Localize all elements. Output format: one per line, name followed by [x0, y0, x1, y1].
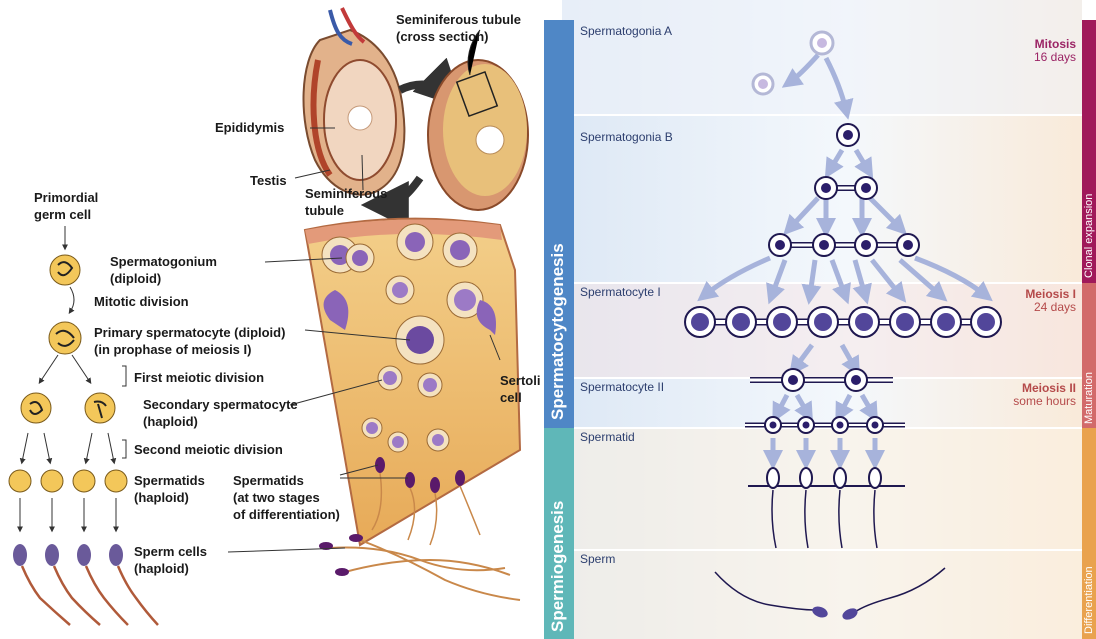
label-mitotic-division: Mitotic division	[94, 294, 189, 309]
phase-meiosis-2: Meiosis II some hours	[1013, 382, 1076, 408]
label-primordial-1: Primordial	[34, 190, 98, 205]
phase-mitosis: Mitosis 16 days	[1034, 38, 1076, 64]
label-second-meiotic-division: Second meiotic division	[134, 442, 283, 457]
bar-label-spermiogenesis: Spermiogenesis	[548, 501, 568, 632]
label-spermatogonium-1: Spermatogonium	[110, 254, 217, 269]
bar-label-differentiation: Differentiation	[1083, 566, 1095, 634]
label-first-meiotic-division: First meiotic division	[134, 370, 264, 385]
stage-spermatogonia-b: Spermatogonia B	[580, 130, 673, 144]
label-secondary-spermatocyte-2: (haploid)	[143, 414, 198, 429]
stage-spermatocyte-1: Spermatocyte I	[580, 285, 661, 299]
phase-meiosis-2-time: some hours	[1013, 395, 1076, 408]
phase-meiosis-1-time: 24 days	[1025, 301, 1076, 314]
label-primary-spermatocyte-1: Primary spermatocyte (diploid)	[94, 325, 285, 340]
label-primary-spermatocyte-2: (in prophase of meiosis I)	[94, 342, 251, 357]
label-epididymis: Epididymis	[215, 120, 284, 135]
label-spermatids-two-stages-1: Spermatids	[233, 473, 304, 488]
phase-mitosis-time: 16 days	[1034, 51, 1076, 64]
stage-spermatogonia-a: Spermatogonia A	[580, 24, 672, 38]
label-sperm-cells-2: (haploid)	[134, 561, 189, 576]
label-seminiferous-tubule-1: Seminiferous	[305, 186, 387, 201]
bar-label-clonal-expansion: Clonal expansion	[1083, 194, 1095, 278]
label-sertoli-2: cell	[500, 390, 522, 405]
stage-spermatocyte-2: Spermatocyte II	[580, 380, 664, 394]
label-spermatids-two-stages-2: (at two stages	[233, 490, 320, 505]
bar-label-spermatocytogenesis: Spermatocytogenesis	[548, 243, 568, 420]
label-seminiferous-tubule-2: tubule	[305, 203, 344, 218]
label-spermatogonium-2: (diploid)	[110, 271, 161, 286]
bar-label-maturation: Maturation	[1083, 372, 1095, 424]
label-spermatids-two-stages-3: of differentiation)	[233, 507, 340, 522]
label-primordial-2: germ cell	[34, 207, 91, 222]
phase-meiosis-1: Meiosis I 24 days	[1025, 288, 1076, 314]
sperm-bundle	[319, 534, 520, 600]
label-testis: Testis	[250, 173, 287, 188]
label-secondary-spermatocyte-1: Secondary spermatocyte	[143, 397, 298, 412]
tubule-wall-tissue	[305, 219, 520, 545]
left-diagram	[9, 8, 528, 625]
stage-spermatid: Spermatid	[580, 430, 635, 444]
label-spermatids-1: Spermatids	[134, 473, 205, 488]
label-seminiferous-tubule-cs-1: Seminiferous tubule	[396, 12, 521, 27]
label-seminiferous-tubule-cs-2: (cross section)	[396, 29, 488, 44]
label-spermatids-2: (haploid)	[134, 490, 189, 505]
label-sertoli-1: Sertoli	[500, 373, 540, 388]
right-diagram	[544, 0, 1096, 639]
label-sperm-cells-1: Sperm cells	[134, 544, 207, 559]
stage-sperm: Sperm	[580, 552, 615, 566]
